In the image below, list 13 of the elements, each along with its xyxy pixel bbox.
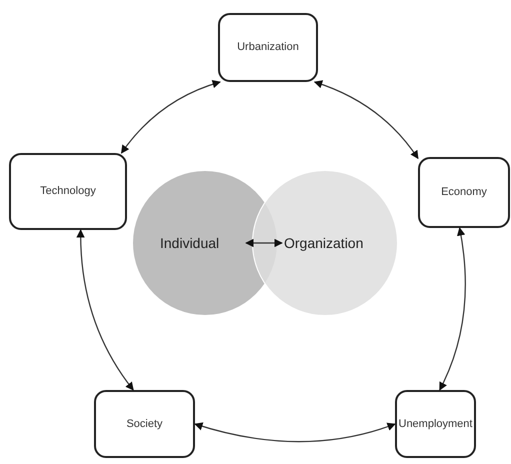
double-arrow [314, 80, 418, 160]
double-arrow [439, 227, 466, 391]
double-arrow [120, 80, 221, 154]
rounded-box: Urbanization [218, 13, 318, 82]
double-arrow [245, 238, 283, 248]
circle-label: Individual [160, 236, 220, 250]
rounded-box: Unemployment [395, 390, 476, 458]
rounded-box: Economy [418, 157, 510, 228]
rounded-box: Society [94, 390, 195, 458]
rounded-box: Technology [9, 153, 127, 230]
double-arrow [194, 422, 396, 442]
double-arrow [76, 229, 134, 391]
circle-label: Organization [284, 236, 364, 250]
